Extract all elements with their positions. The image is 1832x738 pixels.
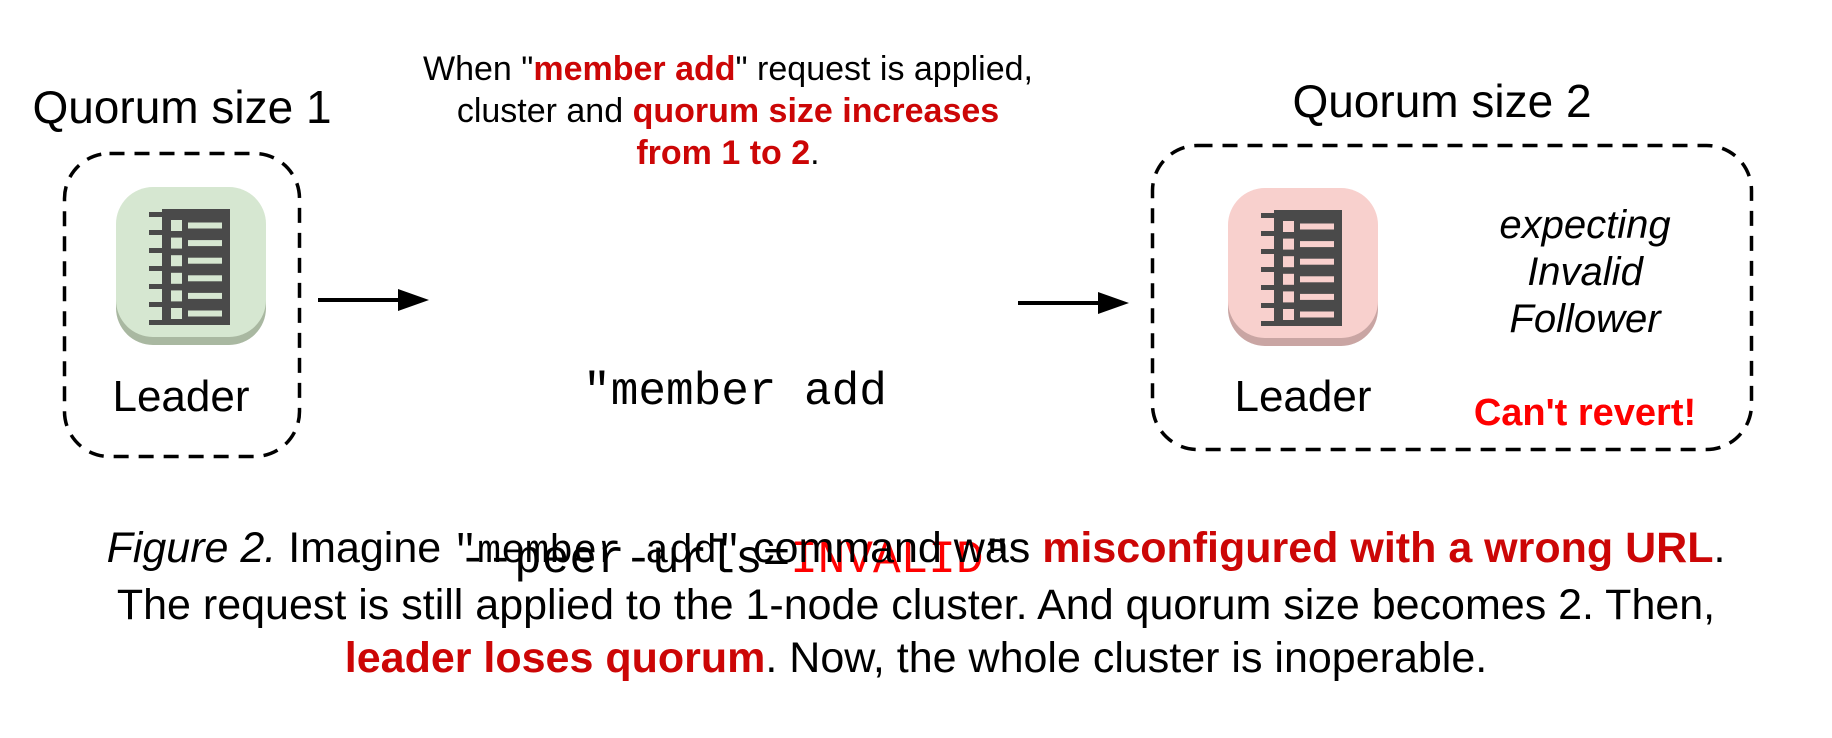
caption-misconfigured-highlight: misconfigured with a wrong URL xyxy=(1042,524,1714,572)
command-line-1: "member add xyxy=(583,366,887,418)
caption-line-1: Figure 2. Imagine "member add" command w… xyxy=(106,524,1726,575)
expecting-line-2: Invalid xyxy=(1527,250,1643,294)
caption-member-add-code: "member add" xyxy=(453,530,742,575)
member-add-note: When "member add" request is applied, cl… xyxy=(308,48,1148,174)
leader-node-icon-invalid xyxy=(1228,188,1378,346)
note-line-3: from 1 to 2. xyxy=(636,134,820,172)
left-leader-label: Leader xyxy=(112,372,250,421)
left-quorum-title: Quorum size 1 xyxy=(32,81,332,133)
note-from-1-to-2-highlight: from 1 to 2 xyxy=(636,134,811,172)
note-line-2: cluster and quorum size increases xyxy=(456,92,1000,130)
invalid-url-highlight: INVALID xyxy=(790,534,984,586)
leader-node-icon xyxy=(116,187,266,345)
ledger-glyph-icon xyxy=(1261,210,1342,326)
figure-number: Figure 2. xyxy=(106,524,277,572)
caption-line-3: leader loses quorum. Now, the whole clus… xyxy=(344,634,1488,682)
right-quorum-title: Quorum size 2 xyxy=(1292,75,1592,127)
note-quorum-increase-highlight: quorum size increases xyxy=(632,92,1000,130)
figure-caption: Figure 2. Imagine "member add" command w… xyxy=(0,522,1832,685)
right-arrow-icon xyxy=(1018,292,1129,314)
expecting-line-3: Follower xyxy=(1509,297,1661,341)
right-leader-label: Leader xyxy=(1234,372,1372,421)
command-line-2: --peer-urls=INVALID" xyxy=(458,534,1012,586)
cant-revert-warning: Can't revert! xyxy=(1473,392,1697,434)
expecting-line-1: expecting xyxy=(1499,203,1671,247)
ledger-glyph-icon xyxy=(149,209,230,325)
note-line-1: When "member add" request is applied, xyxy=(423,50,1033,88)
left-arrow-icon xyxy=(318,289,429,311)
caption-line-2: The request is still applied to the 1-no… xyxy=(116,581,1716,629)
member-add-command: "member add --peer-urls=INVALID" xyxy=(435,252,1035,700)
right-cluster-dashed-box xyxy=(1150,143,1754,452)
note-member-add-highlight: member add xyxy=(533,50,736,88)
expecting-follower-note: expecting Invalid Follower xyxy=(1435,202,1735,343)
caption-loses-quorum-highlight: leader loses quorum xyxy=(344,634,766,682)
